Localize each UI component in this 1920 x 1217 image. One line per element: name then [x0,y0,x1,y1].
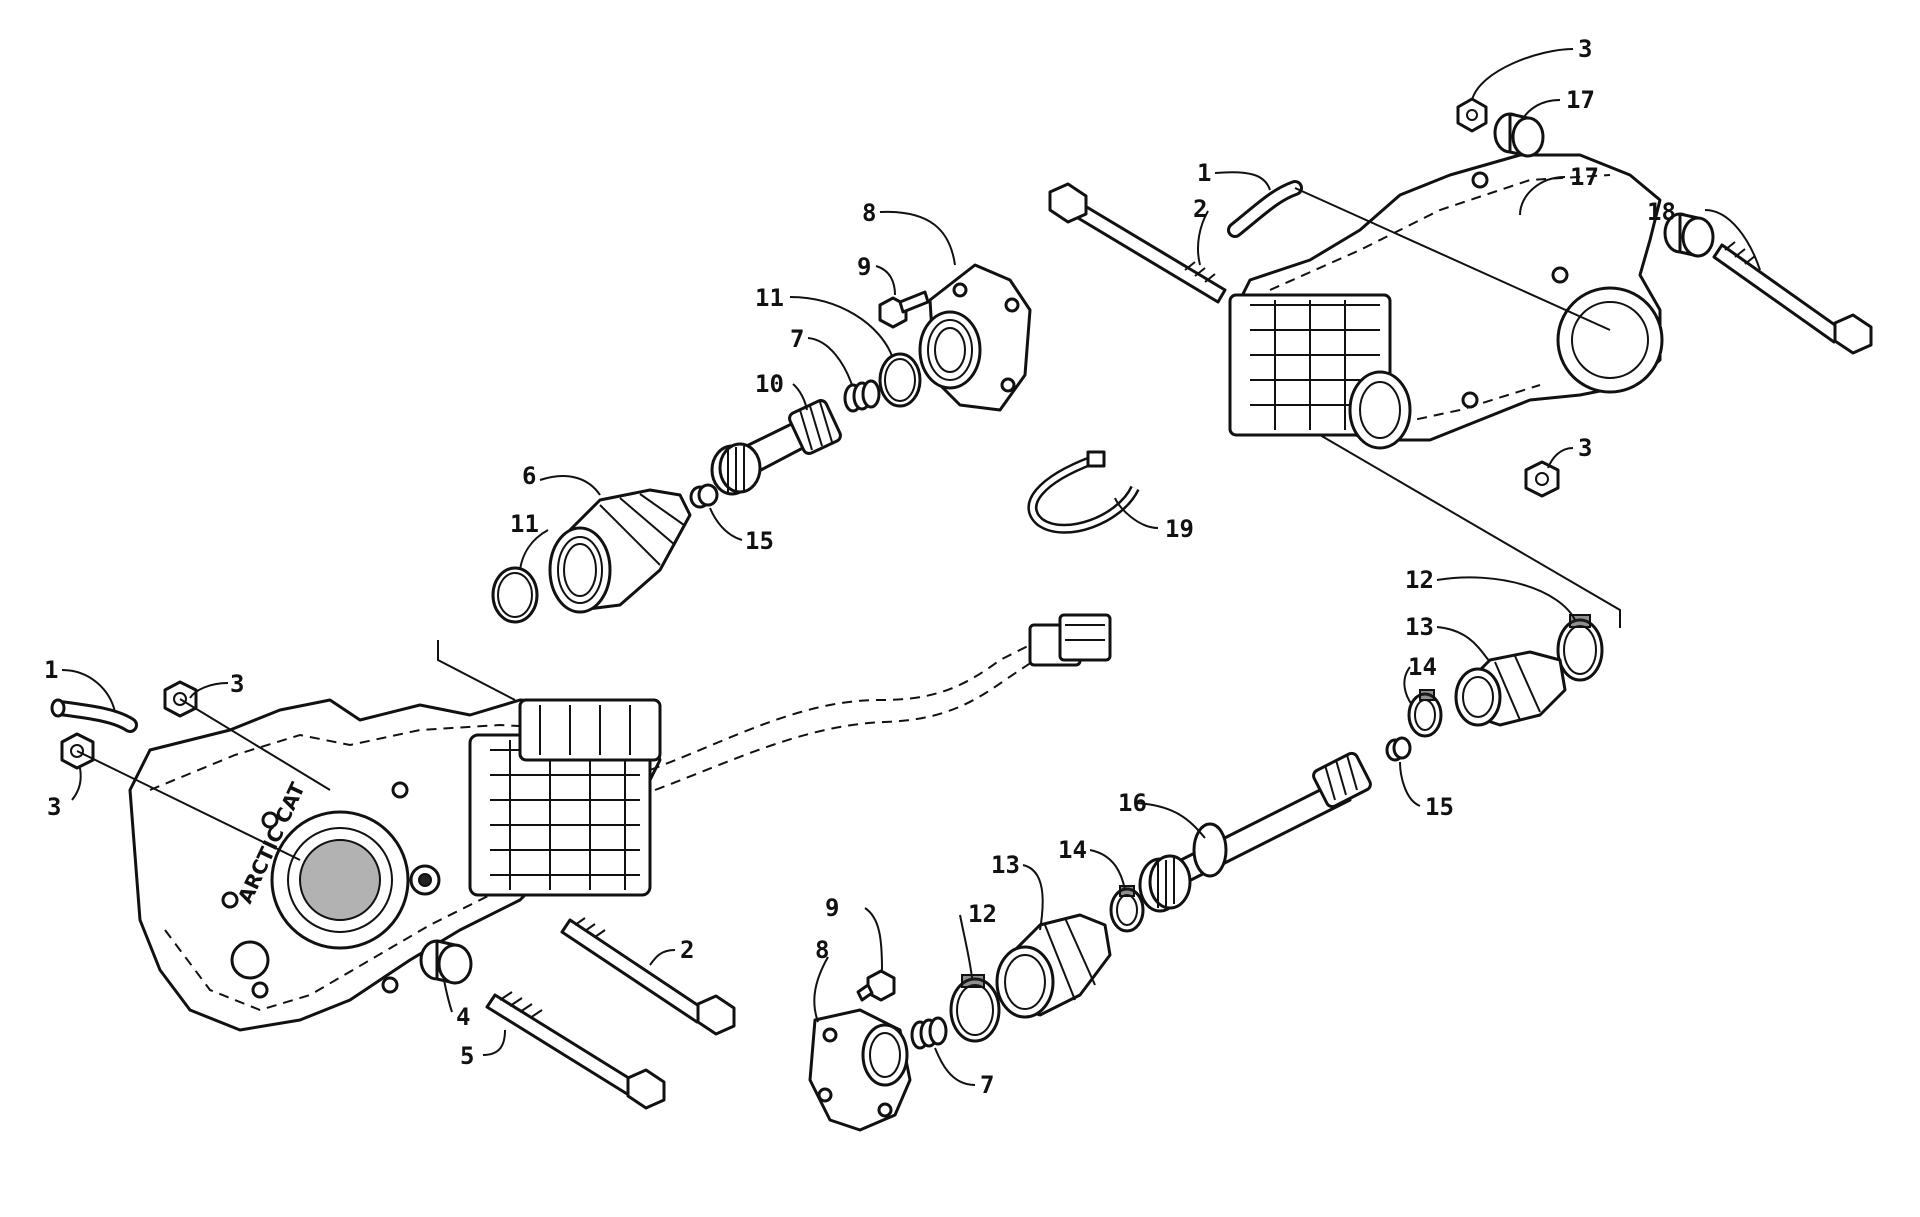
callout-7: 7 [980,1071,994,1099]
callout-12: 12 [1405,566,1434,594]
callout-8: 8 [862,199,876,227]
callout-3: 3 [47,793,61,821]
callout-5: 5 [460,1042,474,1070]
callout-10: 10 [755,370,784,398]
callout-2: 2 [680,936,694,964]
callout-15: 15 [1425,793,1454,821]
splined-shaft [710,399,842,496]
callout-3: 3 [1578,434,1592,462]
hex-bolt [1048,182,1227,304]
spacer [1385,736,1412,762]
callout-14: 14 [1408,653,1437,681]
bushing [1493,112,1545,158]
callout-1: 1 [1197,159,1211,187]
callout-16: 16 [1118,789,1147,817]
rubber-boot [548,488,692,614]
callout-11: 11 [510,510,539,538]
rubber-boot [1454,650,1567,727]
callout-15: 15 [745,527,774,555]
callout-4: 4 [456,1003,470,1031]
leader-lines [61,48,1761,1086]
spring-ring [843,379,881,413]
hose-clamp [1109,885,1145,933]
callout-6: 6 [522,462,536,490]
vent-hose [50,698,138,733]
callout-9: 9 [857,253,871,281]
callout-13: 13 [1405,613,1434,641]
o-ring [491,566,539,624]
callout-19: 19 [1165,515,1194,543]
cap-screw [856,969,896,1002]
callout-3: 3 [1578,35,1592,63]
callout-18: 18 [1647,198,1676,226]
vent-hose [1227,180,1303,238]
left-gearcase-housing: ARCTIC CAT [128,698,662,1032]
callout-17: 17 [1566,86,1595,114]
right-gearcase-housing [1228,153,1664,450]
callout-8: 8 [815,936,829,964]
hex-bolt [485,991,666,1110]
hex-bolt [1712,241,1873,355]
callout-7: 7 [790,325,804,353]
bushing [1663,212,1715,258]
callout-1: 1 [44,656,58,684]
hex-nut [1456,97,1488,133]
callout-12: 12 [968,900,997,928]
cover-plate [918,263,1032,412]
callout-11: 11 [755,284,784,312]
callout-2: 2 [1193,195,1207,223]
callout-9: 9 [825,894,839,922]
callout-labels: 1 3 3 4 5 2 11 6 15 10 7 11 9 8 1 2 3 17… [44,35,1676,1099]
cable-tie [1027,450,1140,534]
hose-clamp [1407,689,1443,738]
callout-14: 14 [1058,836,1087,864]
spacer [689,483,719,509]
callout-13: 13 [991,851,1020,879]
cover-plate [808,1008,912,1132]
drive-shaft [1138,751,1372,913]
o-ring [878,352,922,408]
hex-bolt [560,917,736,1036]
bushing [419,939,473,985]
hose-clamp [949,974,1001,1043]
spring-ring [910,1016,948,1050]
rubber-boot [995,913,1112,1019]
hex-nut [1524,460,1560,498]
callout-17: 17 [1570,163,1599,191]
cap-screw [878,290,930,329]
wiring-harness [649,613,1112,791]
callout-3: 3 [230,670,244,698]
hose-clamp [1556,614,1604,682]
